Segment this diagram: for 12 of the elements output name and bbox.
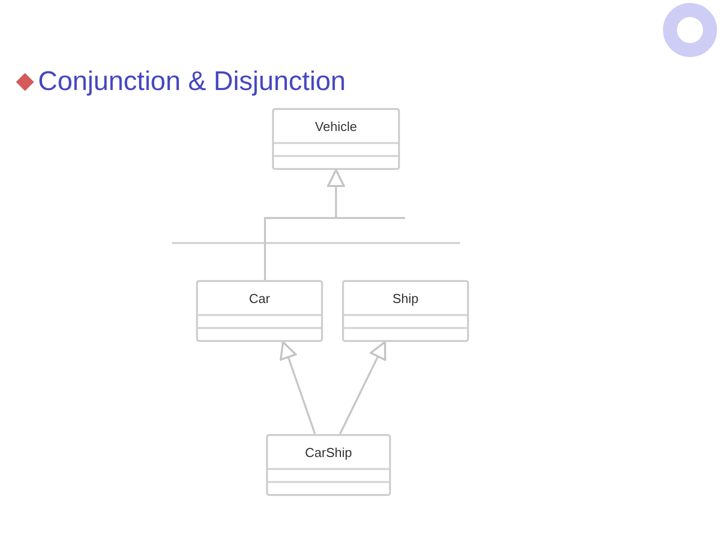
- generalization-arrow: [264, 169, 406, 281]
- class-box: [272, 108, 400, 170]
- class-box: [342, 280, 469, 342]
- slide-title: Conjunction & Disjunction: [38, 66, 346, 97]
- generalization-arrow: [339, 341, 386, 434]
- class-name: Vehicle: [315, 118, 357, 134]
- class-box: [266, 434, 391, 496]
- class-box: [196, 280, 323, 342]
- class-name: Car: [249, 290, 270, 306]
- class-name: CarShip: [305, 444, 352, 460]
- class-name: Ship: [392, 290, 419, 306]
- generalization-arrow: [280, 341, 316, 434]
